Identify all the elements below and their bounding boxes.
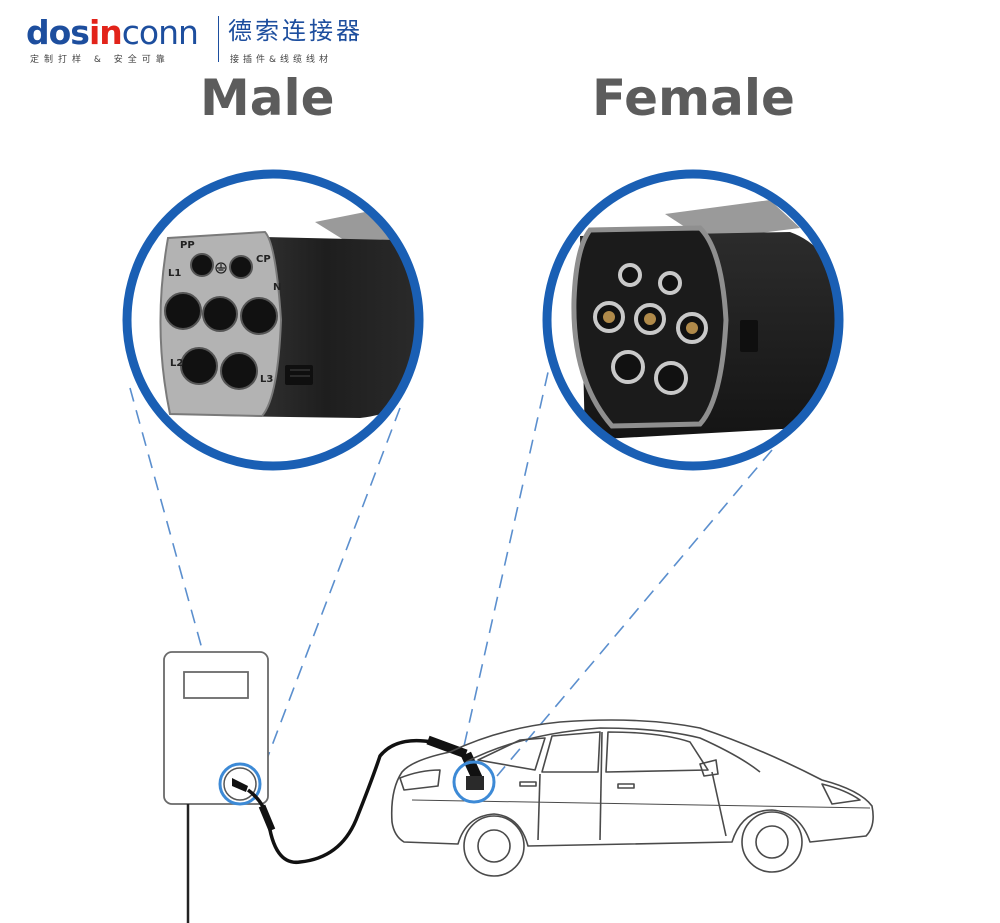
female-sockets [593,263,708,395]
cable-strain-relief-wallbox [258,804,276,832]
sedan-car [390,719,874,877]
wallbox-charger [163,651,269,923]
earth-ground-icon [215,262,227,274]
female-socket-l3 [654,361,688,395]
female-socket-l2 [611,350,645,384]
wallbox-display [183,671,249,699]
brand-logo: dosinconn 定制打样 & 安全可靠 德索连接器 接插件&线缆线材 [22,14,382,66]
car-port-highlight-ring [452,760,496,804]
car-front-wheel [741,811,803,873]
wallbox-highlight-ring [218,762,262,806]
male-pin-cp [229,255,253,279]
car-rear-wheel [463,815,525,877]
charging-cable [246,735,483,864]
brand-tagline: 定制打样 & 安全可靠 [30,55,170,65]
car-front-door-window [605,731,709,773]
brand-wordmark: dosinconn [26,13,199,52]
pin-label-l2: L2 [170,358,183,369]
car-side-mirror [699,759,719,777]
male-pin-n [240,297,278,335]
male-zoom-ring [122,169,424,471]
brand-name-part2: in [88,13,123,52]
car-headlight [821,783,861,805]
car-rear-window [477,737,546,771]
male-connector-zoom: PP CP L1 N L2 L3 [122,169,424,471]
female-heading: Female [592,69,795,127]
brand-chinese-name: 德索连接器 [228,17,363,45]
car-taillight [399,769,441,791]
car-charging-port [452,760,496,804]
pin-label-l3: L3 [260,374,273,385]
brand-name-part1: dos [26,13,90,52]
pin-label-pp: PP [180,240,195,251]
male-heading: Male [200,69,335,127]
car-door-handle-rear [519,781,537,787]
car-door-handle-front [617,783,635,789]
car-rear-door-window [541,731,601,773]
male-projection-right [261,407,401,773]
car-roofline [465,727,761,773]
brand-name-part3: conn [121,13,199,52]
pin-label-n: N [273,282,281,293]
car-body-outline [390,719,874,847]
pin-label-l1: L1 [168,268,181,279]
male-pin-pp [190,253,214,277]
male-pins [164,253,278,390]
brand-chinese-tagline: 接插件&线缆线材 [230,55,333,65]
female-zoom-ring [542,169,844,471]
female-socket-cp [658,271,682,295]
male-pin-pe [202,296,238,332]
pin-label-cp: CP [256,254,271,265]
female-projection-right [496,449,773,777]
female-connector-zoom [542,169,844,471]
male-pin-l3 [220,352,258,390]
female-projection-left [461,349,554,756]
male-pin-l2 [180,347,218,385]
cable-handle [426,735,468,759]
brand-divider [218,16,219,62]
male-pin-l1 [164,292,202,330]
wallbox-plug [232,778,248,792]
female-socket-pp [618,263,642,287]
